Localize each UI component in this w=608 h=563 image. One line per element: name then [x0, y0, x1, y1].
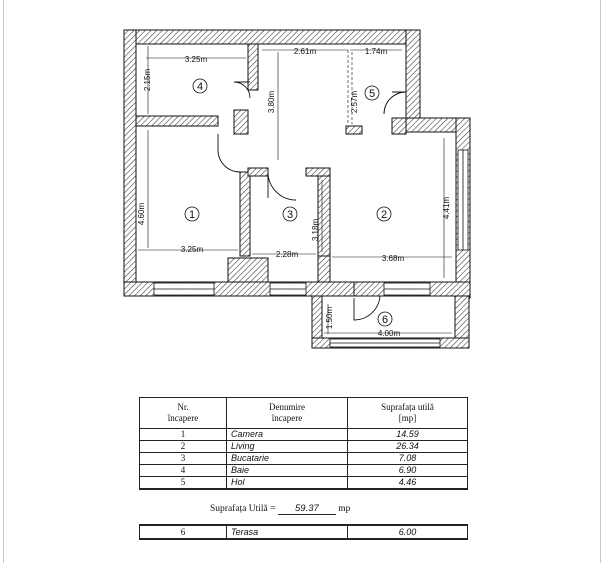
- total-label: Suprafața Utilă =: [210, 504, 276, 514]
- dim-kitchen-height: 3.18m: [311, 219, 320, 242]
- dim-terrace-height: 1.50m: [325, 307, 334, 330]
- room-number-6: 6: [382, 314, 388, 326]
- row-nr: 2: [139, 440, 227, 453]
- dim-hall-height: 3.80m: [267, 91, 276, 114]
- room-number-3: 3: [287, 209, 293, 221]
- dim-terrace-width: 4.00m: [378, 329, 401, 338]
- table-row: 3 Bucatarie 7.08: [139, 452, 468, 465]
- room-number-2: 2: [381, 209, 387, 221]
- dim-entry-width: 1.74m: [365, 47, 388, 56]
- dim-kitchen-width: 2.28m: [276, 250, 299, 259]
- terrace-table: 6 Terasa 6.00: [139, 524, 468, 540]
- row-name: Baie: [226, 464, 348, 477]
- dim-room1-height: 4.60m: [137, 203, 146, 226]
- row-area: 4.46: [347, 476, 468, 490]
- row-area: 26.34: [347, 440, 468, 453]
- row-nr: 1: [139, 428, 227, 441]
- room-number-1: 1: [189, 209, 195, 221]
- exterior-walls: [123, 29, 471, 349]
- table-row: 6 Terasa 6.00: [139, 524, 468, 540]
- header-suprafata: Suprafața utilă[mp]: [347, 397, 468, 429]
- row-name: Camera: [226, 428, 348, 441]
- page-left-border: [3, 0, 4, 563]
- table-row: 4 Baie 6.90: [139, 464, 468, 477]
- door-room1: [217, 134, 241, 173]
- table-row: 5 Hol 4.46: [139, 476, 468, 490]
- room-number-5: 5: [369, 88, 375, 100]
- floor-plan: 3.25m 2.15m 2.61m 1.74m 2.57m 3.80m 4.60…: [123, 29, 471, 349]
- row-name: Hol: [226, 476, 348, 490]
- dim-bath-width: 3.25m: [185, 55, 208, 64]
- terrace-area: 6.00: [347, 524, 468, 540]
- row-area: 7.08: [347, 452, 468, 465]
- windows: [153, 149, 469, 348]
- dim-entry-height: 2.57m: [350, 91, 359, 114]
- table-row: 2 Living 26.34: [139, 440, 468, 453]
- row-nr: 3: [139, 452, 227, 465]
- terrace-name: Terasa: [226, 524, 348, 540]
- total-area: Suprafața Utilă = 59.37 mp: [210, 503, 350, 515]
- dimension-lines: [138, 46, 452, 334]
- total-unit: mp: [338, 504, 351, 514]
- row-area: 14.59: [347, 428, 468, 441]
- terrace-nr: 6: [139, 524, 227, 540]
- room-number-4: 4: [197, 81, 203, 93]
- interior-walls: [135, 43, 407, 283]
- dim-living-width: 3.68m: [382, 254, 405, 263]
- row-name: Bucatarie: [226, 452, 348, 465]
- header-nr: Nr.încapere: [139, 397, 227, 429]
- row-nr: 4: [139, 464, 227, 477]
- dim-living-height: 4.41m: [442, 197, 451, 220]
- row-nr: 5: [139, 476, 227, 490]
- page-right-border: [600, 0, 601, 563]
- table-row: 1 Camera 14.59: [139, 428, 468, 441]
- row-area: 6.90: [347, 464, 468, 477]
- door-bath: [233, 81, 251, 99]
- room-markers: [184, 78, 393, 327]
- row-name: Living: [226, 440, 348, 453]
- dim-room1-width: 3.25m: [181, 245, 204, 254]
- total-value: 59.37: [277, 503, 336, 515]
- dim-bath-height: 2.15m: [143, 69, 152, 92]
- doors: [217, 81, 407, 321]
- dim-hall-width: 2.61m: [294, 47, 317, 56]
